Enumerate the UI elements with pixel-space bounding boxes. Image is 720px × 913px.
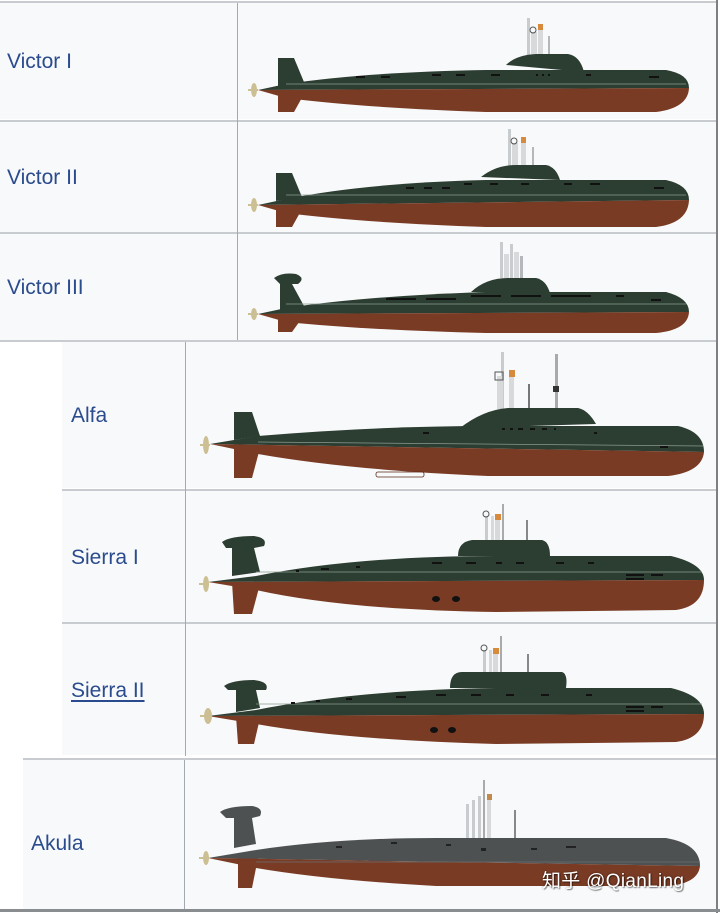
column-divider — [237, 3, 238, 340]
mast-icon — [466, 780, 516, 840]
class-label-sierra-i[interactable]: Sierra I — [71, 546, 139, 569]
victor-ii-submarine-profile — [246, 125, 691, 233]
column-divider — [184, 760, 185, 910]
mast-icon — [527, 18, 550, 56]
mast-icon — [494, 352, 559, 410]
row-divider — [0, 1, 716, 3]
class-label-victor-i[interactable]: Victor I — [7, 50, 72, 73]
watermark-text: 知乎 @QianLing — [542, 871, 685, 892]
column-divider — [185, 342, 186, 756]
class-label-victor-ii[interactable]: Victor II — [7, 166, 78, 189]
class-label-victor-iii[interactable]: Victor III — [7, 276, 84, 299]
sierra-i-submarine-profile — [196, 498, 708, 620]
akula-submarine-profile — [196, 776, 708, 908]
row-divider — [62, 622, 716, 624]
mast-icon — [482, 504, 528, 540]
sierra-ii-submarine-profile — [196, 632, 708, 750]
class-link-sierra-ii[interactable]: Sierra II — [71, 679, 145, 702]
page-bottom-border — [0, 909, 720, 912]
row-divider — [0, 340, 716, 342]
mast-icon — [500, 242, 523, 278]
row-divider — [23, 758, 716, 760]
mast-icon — [480, 636, 529, 672]
row-divider — [0, 232, 716, 234]
victor-i-submarine-profile — [246, 10, 691, 118]
row-divider — [62, 489, 716, 491]
victor-iii-submarine-profile — [246, 238, 691, 338]
class-label-alfa[interactable]: Alfa — [71, 404, 108, 427]
page-right-border — [716, 0, 718, 913]
mast-icon — [508, 129, 534, 167]
class-label-akula[interactable]: Akula — [31, 832, 84, 855]
row-divider — [0, 120, 716, 122]
alfa-submarine-profile — [198, 348, 708, 483]
